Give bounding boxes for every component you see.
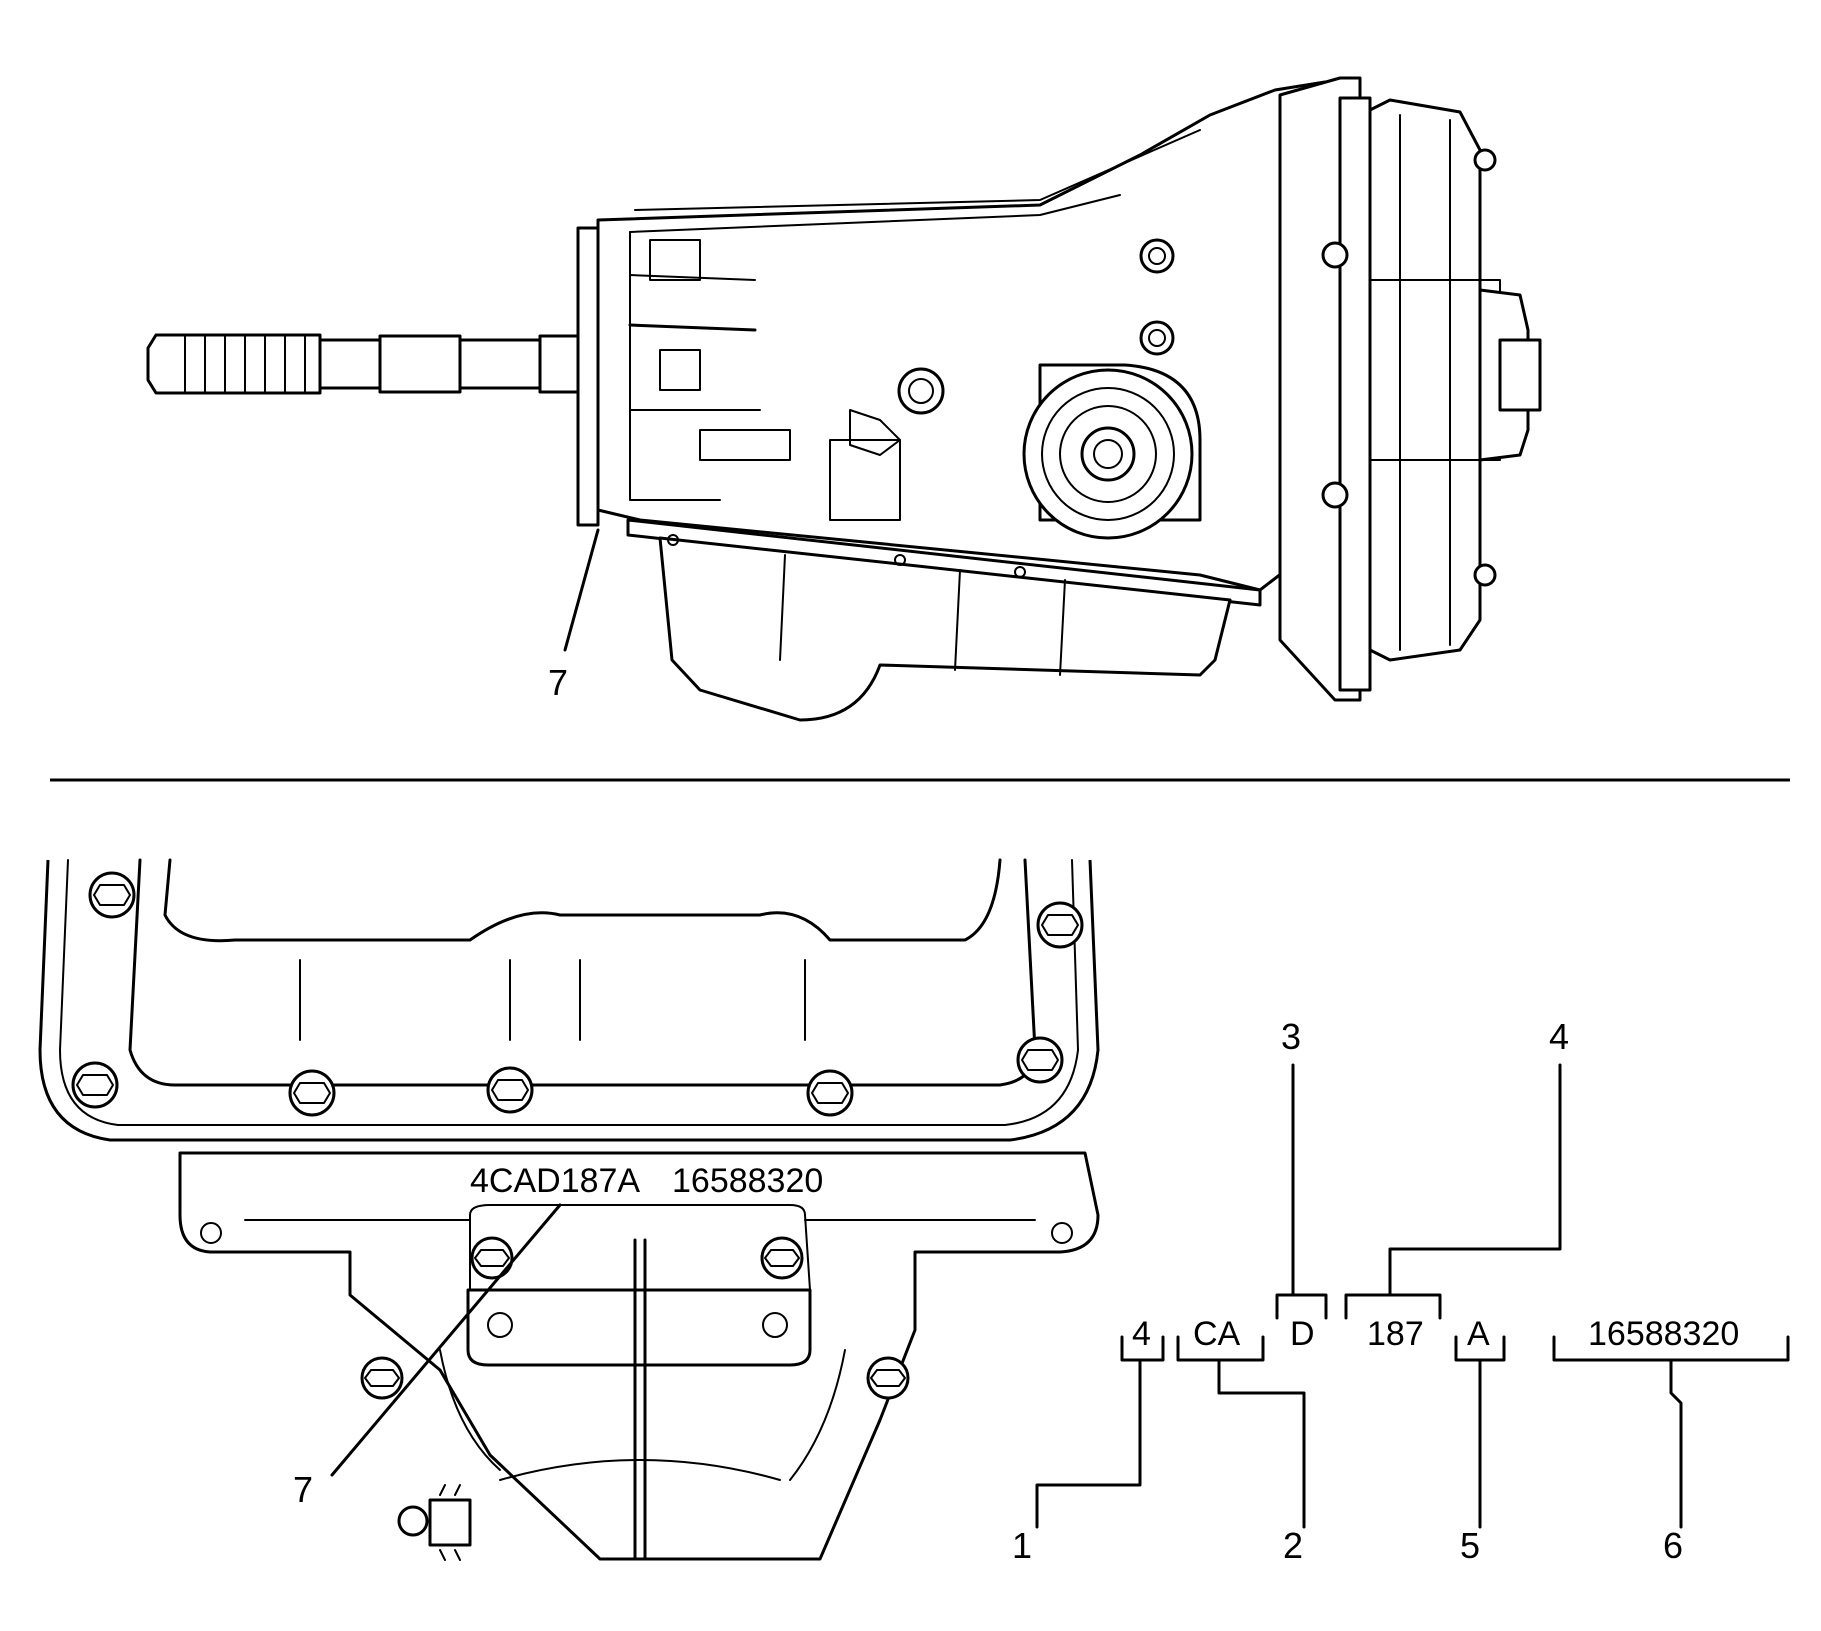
transmission-side-view: 7 [146, 76, 1542, 722]
sensor-boss [1022, 363, 1202, 540]
case-bolt [470, 1236, 514, 1280]
leader-4 [1388, 1063, 1562, 1297]
main-case [596, 80, 1327, 592]
id-code-decoder: 4 CA D 187 A 16588320 1 2 3 4 5 6 [1012, 1016, 1790, 1566]
rear-plate [576, 226, 600, 527]
segment-2: CA [1193, 1315, 1241, 1353]
bellhousing [1278, 76, 1542, 702]
segment-5: A [1467, 1315, 1490, 1353]
case-bolt [897, 367, 945, 415]
bracket-1 [1120, 1335, 1165, 1362]
segment-4: 187 [1367, 1315, 1424, 1353]
callout-5: 5 [1460, 1525, 1480, 1566]
callout-4: 4 [1549, 1016, 1569, 1057]
segment-6: 16588320 [1588, 1315, 1739, 1353]
pan-bolt [71, 1061, 119, 1109]
case-bolt [1139, 238, 1175, 274]
callout-1: 1 [1012, 1525, 1032, 1566]
segment-1: 4 [1132, 1315, 1151, 1353]
pan-bolt [1016, 1036, 1064, 1084]
pan-bolt [806, 1069, 854, 1117]
callout-2: 2 [1283, 1525, 1303, 1566]
leader-1 [1035, 1358, 1142, 1529]
pan-bolt [88, 871, 136, 919]
stamped-id-code: 4CAD187A [470, 1162, 640, 1200]
callout-7-top: 7 [548, 662, 568, 703]
output-shaft [146, 333, 582, 395]
pan-bolt [288, 1069, 336, 1117]
pan-bottom-view: 4CAD187A 16588320 7 [38, 858, 1100, 1561]
wiring-connector [397, 1484, 472, 1561]
case-bolt [760, 1236, 804, 1280]
oil-pan [626, 518, 1262, 722]
bracket-4 [1344, 1293, 1442, 1320]
callout-6: 6 [1663, 1525, 1683, 1566]
callout-3: 3 [1281, 1016, 1301, 1057]
leader-6 [1669, 1358, 1683, 1529]
callout-7-leader-bottom [330, 1203, 562, 1477]
callout-7-leader-top [563, 528, 600, 652]
case-bolt [1139, 320, 1175, 356]
case-bolt [866, 1356, 910, 1400]
callout-7-bottom: 7 [293, 1469, 313, 1510]
case-bolt [360, 1356, 404, 1400]
bracket-3 [1275, 1293, 1328, 1320]
pan-bolt [1036, 901, 1084, 949]
pan-bolt [486, 1066, 534, 1114]
leader-2 [1217, 1358, 1306, 1529]
segment-3: D [1290, 1315, 1315, 1353]
stamped-part-number: 16588320 [672, 1162, 823, 1200]
